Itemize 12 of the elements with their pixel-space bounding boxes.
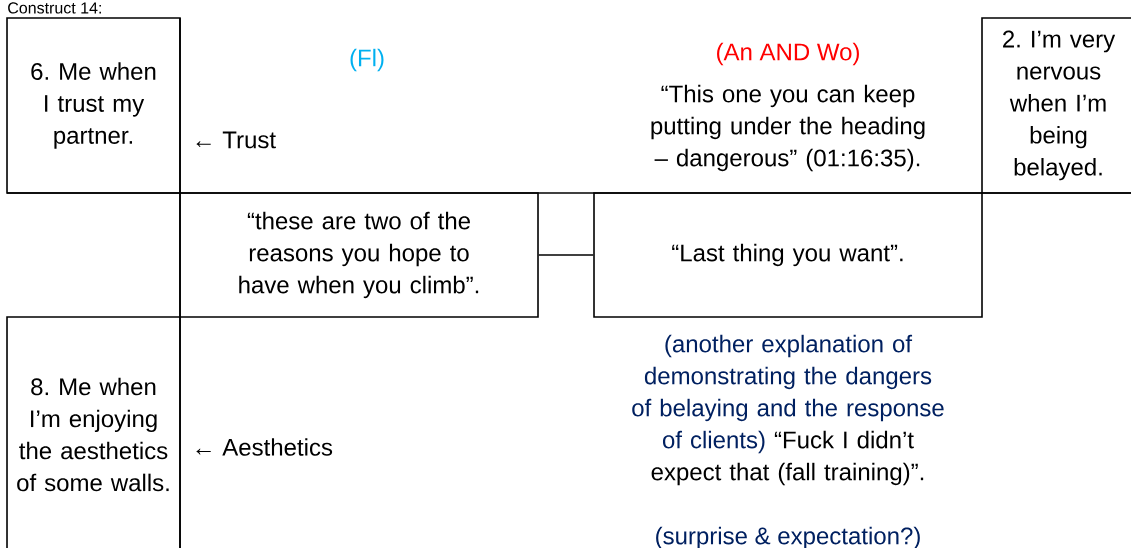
text-box: “Last thing you want”. xyxy=(593,192,983,318)
text-box: 6. Me when I trust my partner. xyxy=(6,17,181,194)
code-label: (Fl) xyxy=(350,48,384,72)
text-box: 2. I’m very nervous when I’m being belayed. xyxy=(981,17,1131,194)
connector-line xyxy=(538,254,594,256)
text-box: 8. Me when I’m enjoying the aesthetics of some walls. xyxy=(6,316,181,548)
code-label: (An AND Wo) xyxy=(717,42,859,66)
note-text: (another explanation of demonstrating the dangers of belaying and the response of clients) “Fuck I didn’t expect that (fall training)”. xyxy=(632,334,944,486)
arrow-note: ← Trust xyxy=(196,131,276,149)
quote-text: “This one you can keep putting under the heading – dangerous” (01:16:35). xyxy=(651,84,925,172)
text-box: “these are two of the reasons you hope to have when you climb”. xyxy=(179,192,539,318)
heading: Construct 14: xyxy=(8,2,101,14)
